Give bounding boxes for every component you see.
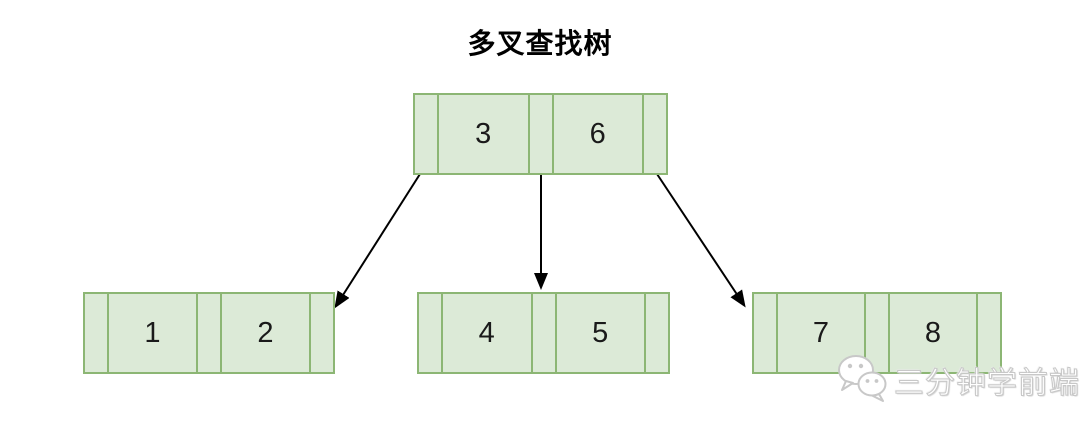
wechat-icon: [834, 352, 892, 407]
pointer-cell: [753, 293, 777, 373]
pointer-cell: [531, 293, 556, 373]
pointer-cell: [528, 94, 553, 174]
tree-node-middle: 4 5: [417, 292, 670, 374]
pointer-cell: [84, 293, 108, 373]
watermark-text: 三分钟学前端: [894, 366, 1080, 400]
tree-node-right: 7 8: [752, 292, 1002, 374]
pointer-cell: [197, 293, 221, 373]
key-cell: 5: [555, 293, 645, 373]
tree-node-root: 3 6: [413, 93, 668, 175]
key-cell: 6: [552, 94, 643, 174]
pointer-cell: [418, 293, 442, 373]
edge-root-to-left: [334, 173, 421, 309]
pointer-cell: [865, 293, 889, 373]
key-cell: 2: [221, 293, 310, 373]
tree-node-left: 1 2: [83, 292, 335, 374]
diagram-title: 多叉查找树: [467, 28, 613, 59]
pointer-cell: [643, 94, 667, 174]
pointer-cell: [977, 293, 1001, 373]
key-cell: 8: [889, 293, 977, 373]
edge-root-to-right: [656, 173, 746, 308]
watermark: 三分钟学前端: [834, 352, 1080, 407]
pointer-cell: [645, 293, 669, 373]
key-cell: 1: [108, 293, 197, 373]
key-cell: 4: [442, 293, 532, 373]
pointer-cell: [310, 293, 334, 373]
key-cell: 3: [438, 94, 529, 174]
pointer-cell: [414, 94, 438, 174]
